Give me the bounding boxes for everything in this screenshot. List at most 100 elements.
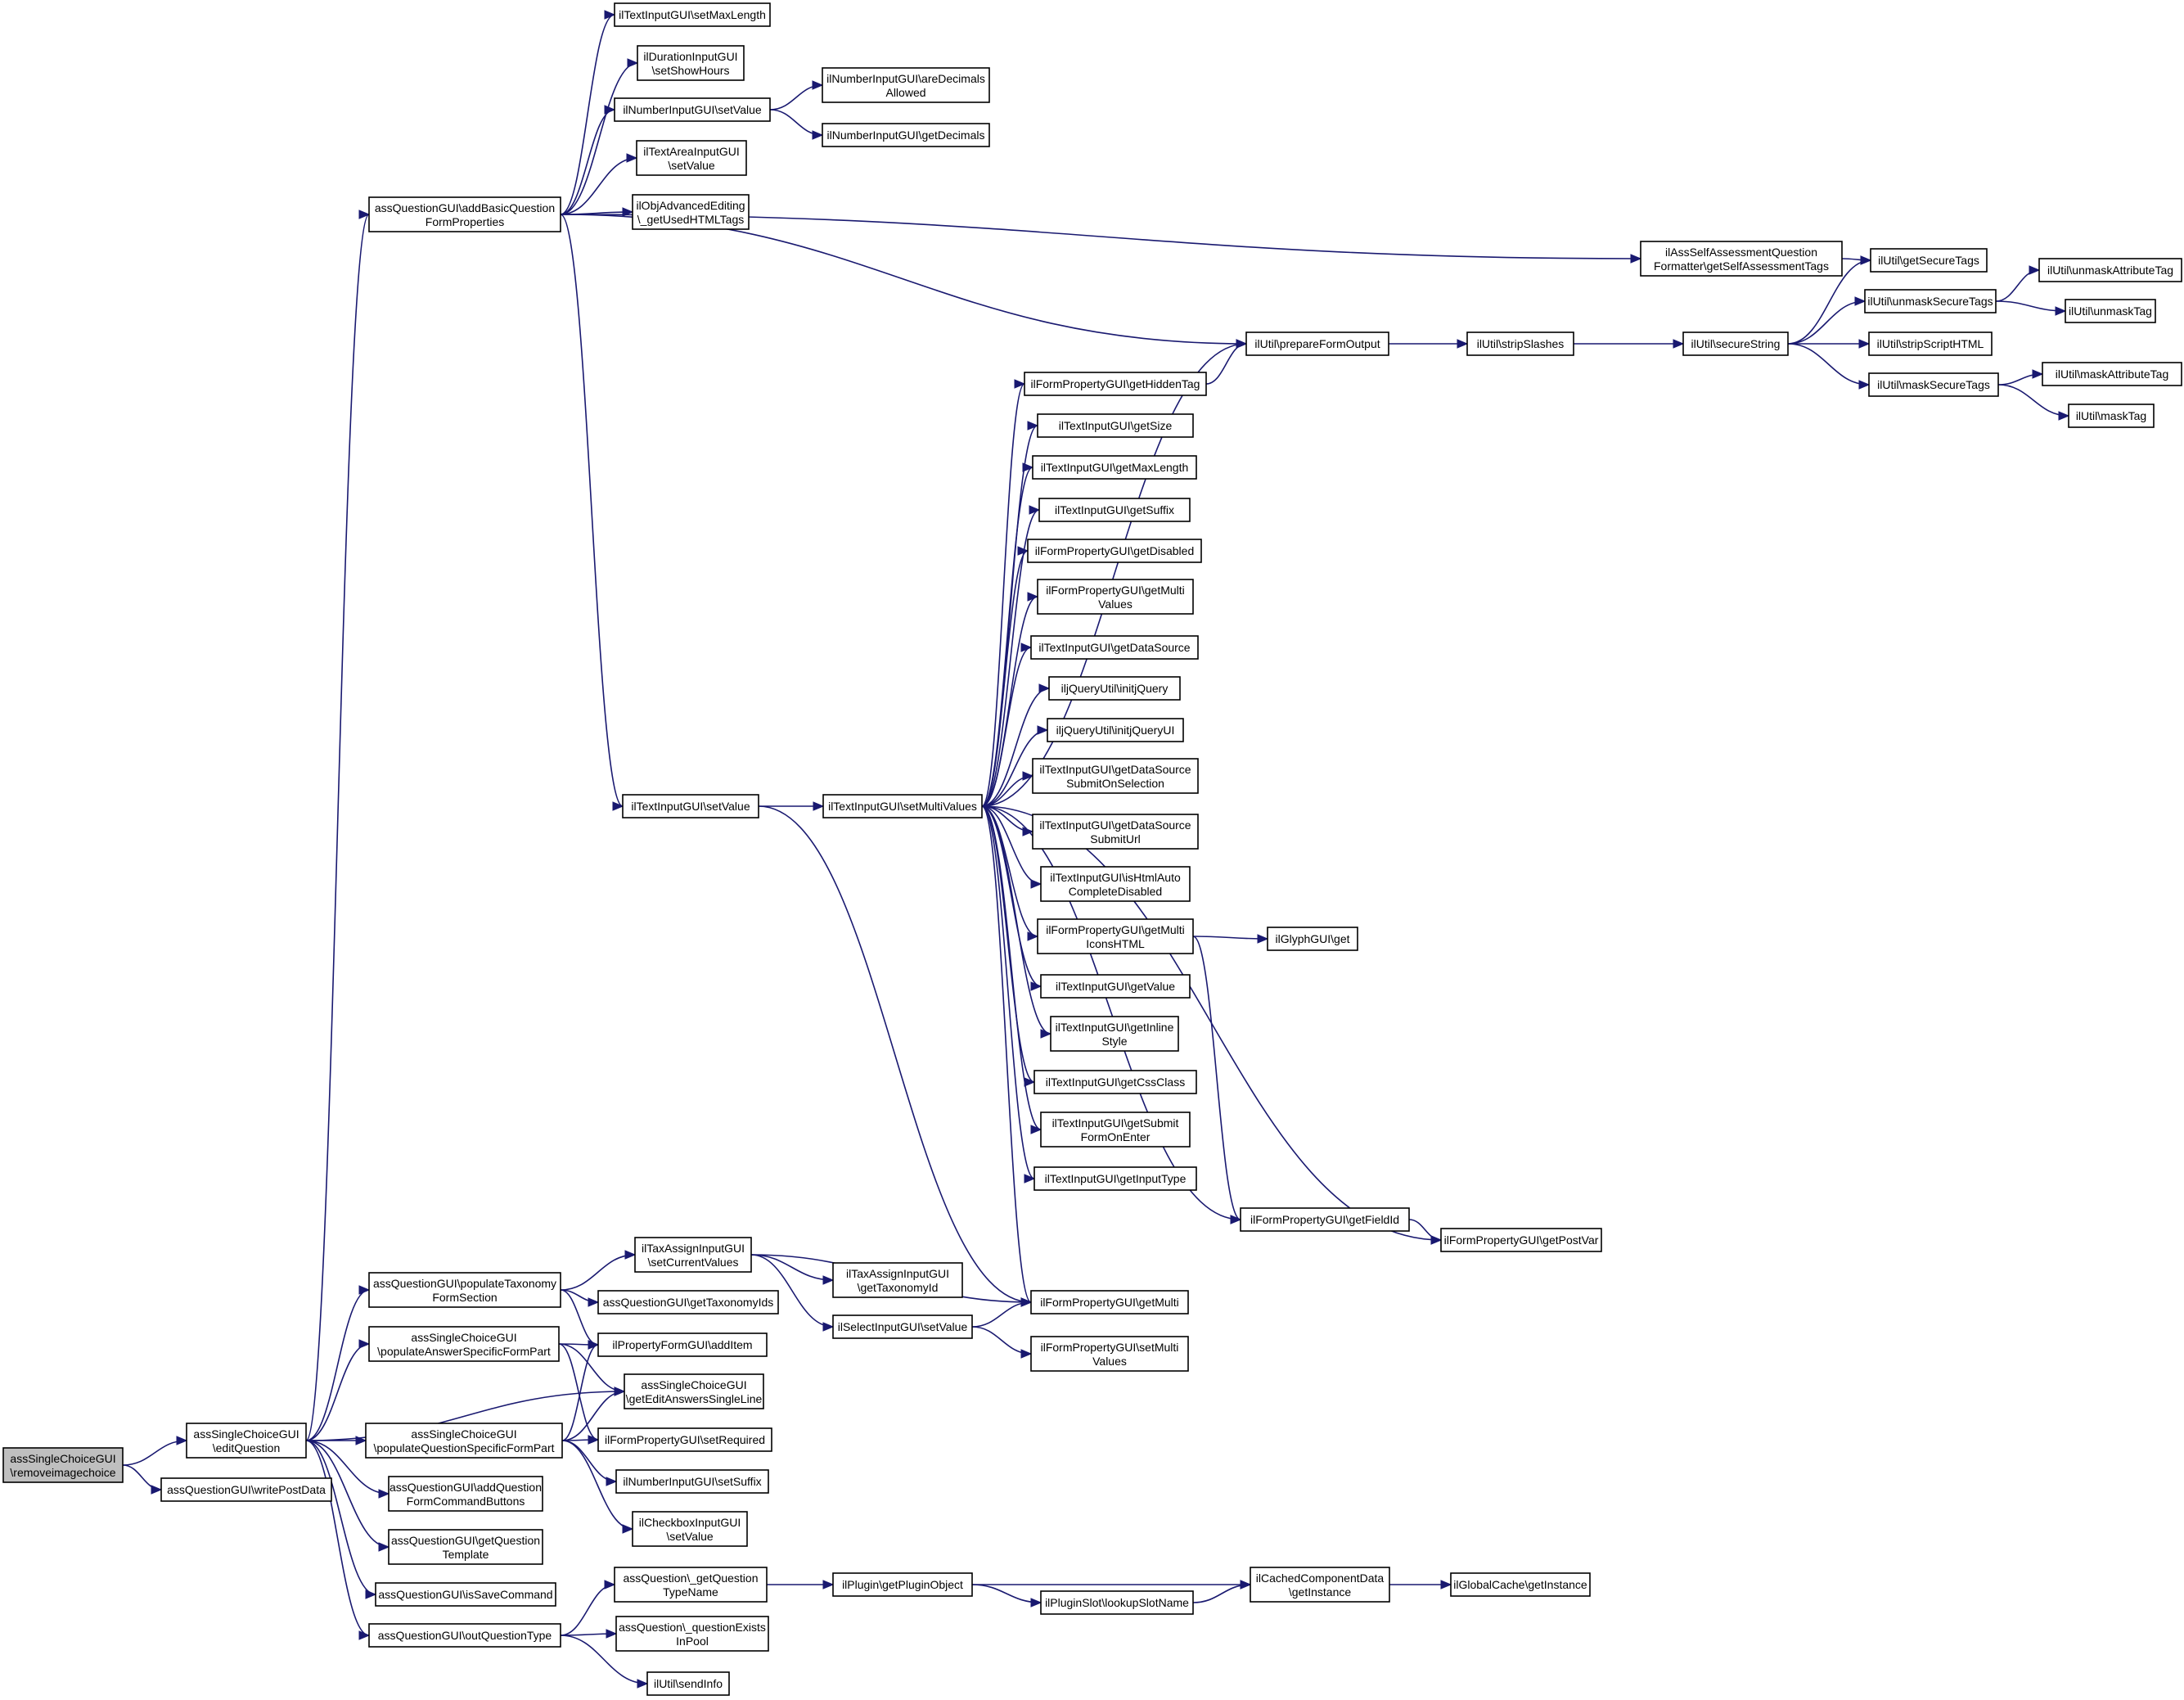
node-n53[interactable]: assSingleChoiceGUI\populateAnswerSpecifi… (368, 1326, 560, 1362)
node-n46[interactable]: ilFormPropertyGUI\getMulti (1030, 1290, 1189, 1314)
node-n68[interactable]: ilGlobalCache\getInstance (1450, 1572, 1591, 1597)
edge-line (981, 805, 1032, 1303)
node-n21[interactable]: ilUtil\maskAttributeTag (2042, 362, 2182, 386)
node-label: assSingleChoiceGUI (10, 1452, 115, 1465)
node-n52[interactable]: assQuestionGUI\getTaxonomyIds (597, 1290, 779, 1314)
edge-arrowhead (614, 1387, 626, 1396)
node-n25[interactable]: ilTextInputGUI\getMaxLength (1032, 455, 1197, 480)
node-n8[interactable]: ilNumberInputGUI\getDecimals (822, 123, 990, 147)
node-label: ilUtil\unmaskSecureTags (1867, 295, 1993, 308)
node-box (1032, 814, 1199, 850)
node-n36[interactable]: ilGlyphGUI\get (1267, 927, 1358, 951)
node-n27[interactable]: ilFormPropertyGUI\getDisabled (1027, 539, 1202, 563)
node-n48[interactable]: assQuestionGUI\populateTaxonomyFormSecti… (368, 1272, 561, 1308)
node-n20[interactable]: ilUtil\maskSecureTags (1868, 372, 1999, 397)
node-n34[interactable]: ilTextInputGUI\isHtmlAutoCompleteDisable… (1040, 866, 1191, 902)
node-n31[interactable]: iljQueryUtil\initjQueryUI (1047, 718, 1184, 742)
node-n50[interactable]: ilTaxAssignInputGUI\getTaxonomyId (832, 1262, 963, 1298)
node-label: assQuestionGUI\populateTaxonomy (373, 1277, 556, 1290)
node-n26[interactable]: ilTextInputGUI\getSuffix (1038, 498, 1191, 522)
edge-line (758, 805, 1032, 1303)
node-n9[interactable]: ilTextAreaInputGUI\setValue (636, 140, 747, 176)
node-n43[interactable]: ilFormPropertyGUI\getPostVar (1440, 1228, 1602, 1252)
node-n6[interactable]: ilNumberInputGUI\setValue (614, 97, 771, 122)
edge-line (560, 62, 638, 215)
edge-arrowhead (612, 801, 624, 811)
node-box (832, 1314, 973, 1339)
node-n67[interactable]: ilCachedComponentData\getInstance (1250, 1567, 1390, 1603)
node-n15[interactable]: ilUtil\unmaskTag (2065, 299, 2156, 323)
node-n5[interactable]: ilDurationInputGUI\setShowHours (637, 45, 745, 81)
edge-n14-n13 (1995, 265, 2041, 302)
edge-arrowhead (822, 1322, 835, 1332)
node-n62[interactable]: assQuestionGUI\isSaveCommand (375, 1582, 556, 1607)
node-n22[interactable]: ilUtil\maskTag (2068, 404, 2155, 428)
node-n59[interactable]: ilCheckboxInputGUI\setValue (632, 1511, 748, 1547)
node-n56[interactable]: assSingleChoiceGUI\populateQuestionSpeci… (365, 1423, 563, 1459)
node-n19[interactable]: ilUtil\stripScriptHTML (1868, 331, 1993, 356)
node-n1[interactable]: assSingleChoiceGUI\editQuestion (186, 1423, 307, 1459)
node-n12[interactable]: ilUtil\getSecureTags (1870, 248, 1988, 273)
edge-arrowhead (1257, 934, 1269, 944)
node-n16[interactable]: ilUtil\prepareFormOutput (1245, 331, 1389, 356)
edge-line (981, 509, 1040, 807)
node-label: Formatter\getSelfAssessmentTags (1654, 259, 1829, 273)
node-n17[interactable]: ilUtil\stripSlashes (1466, 331, 1574, 356)
node-label: ilUtil\stripScriptHTML (1877, 337, 1984, 350)
edge-arrowhead (2029, 265, 2041, 275)
edge-arrowhead (355, 1436, 367, 1445)
node-n42[interactable]: ilFormPropertyGUI\getFieldId (1240, 1207, 1410, 1232)
node-n14[interactable]: ilUtil\unmaskSecureTags (1864, 289, 1997, 313)
node-n51[interactable]: ilSelectInputGUI\setValue (832, 1314, 973, 1339)
node-label: ilPropertyFormGUI\addItem (612, 1338, 752, 1351)
node-n70[interactable]: ilUtil\sendInfo (646, 1671, 730, 1696)
node-n30[interactable]: iljQueryUtil\initjQuery (1048, 676, 1181, 701)
node-n54[interactable]: ilPropertyFormGUI\addItem (597, 1332, 768, 1357)
node-n13[interactable]: ilUtil\unmaskAttributeTag (2038, 258, 2182, 282)
node-n37[interactable]: ilTextInputGUI\getValue (1040, 974, 1191, 999)
node-n0[interactable]: assSingleChoiceGUI\removeimagechoice (2, 1447, 124, 1483)
node-n47[interactable]: ilFormPropertyGUI\setMultiValues (1030, 1336, 1189, 1372)
node-n49[interactable]: ilTaxAssignInputGUI\setCurrentValues (634, 1237, 752, 1273)
node-box (614, 1567, 768, 1603)
node-n41[interactable]: ilTextInputGUI\getInputType (1033, 1166, 1197, 1191)
node-n3[interactable]: assQuestionGUI\addBasicQuestionFormPrope… (368, 196, 561, 232)
node-n18[interactable]: ilUtil\secureString (1682, 331, 1789, 356)
edge-n56-n59 (561, 1440, 634, 1534)
edge-arrowhead (151, 1485, 163, 1495)
node-n57[interactable]: ilFormPropertyGUI\setRequired (597, 1427, 772, 1452)
node-n65[interactable]: ilPlugin\getPluginObject (832, 1572, 973, 1597)
node-n24[interactable]: ilTextInputGUI\getSize (1037, 413, 1194, 438)
node-n60[interactable]: assQuestionGUI\addQuestionFormCommandBut… (388, 1476, 543, 1512)
edge-line (981, 805, 1035, 1083)
edge-arrowhead (604, 10, 616, 20)
node-n11[interactable]: ilAssSelfAssessmentQuestionFormatter\get… (1640, 241, 1843, 277)
node-n4[interactable]: ilTextInputGUI\setMaxLength (614, 2, 771, 27)
node-n58[interactable]: ilNumberInputGUI\setSuffix (615, 1469, 769, 1494)
edge-n63-n64 (560, 1580, 616, 1636)
node-n39[interactable]: ilTextInputGUI\getCssClass (1033, 1070, 1197, 1094)
node-n10[interactable]: ilObjAdvancedEditing\_getUsedHTMLTags (632, 194, 750, 230)
edge-arrowhead (637, 1679, 649, 1689)
node-n32[interactable]: ilTextInputGUI\getDataSourceSubmitOnSele… (1032, 758, 1199, 794)
edge-n1-n62 (305, 1440, 377, 1599)
node-n29[interactable]: ilTextInputGUI\getDataSource (1030, 635, 1199, 660)
node-n2[interactable]: assQuestionGUI\writePostData (160, 1477, 332, 1502)
node-n23[interactable]: ilFormPropertyGUI\getHiddenTag (1024, 372, 1207, 396)
node-n45[interactable]: ilTextInputGUI\setMultiValues (822, 794, 983, 818)
node-box (822, 67, 990, 103)
node-n66[interactable]: ilPluginSlot\lookupSlotName (1040, 1590, 1194, 1615)
node-n55[interactable]: assSingleChoiceGUI\getEditAnswersSingleL… (624, 1373, 764, 1409)
node-box (1033, 1070, 1197, 1094)
node-n44[interactable]: ilTextInputGUI\setValue (622, 794, 759, 818)
node-n63[interactable]: assQuestionGUI\outQuestionType (368, 1623, 561, 1648)
